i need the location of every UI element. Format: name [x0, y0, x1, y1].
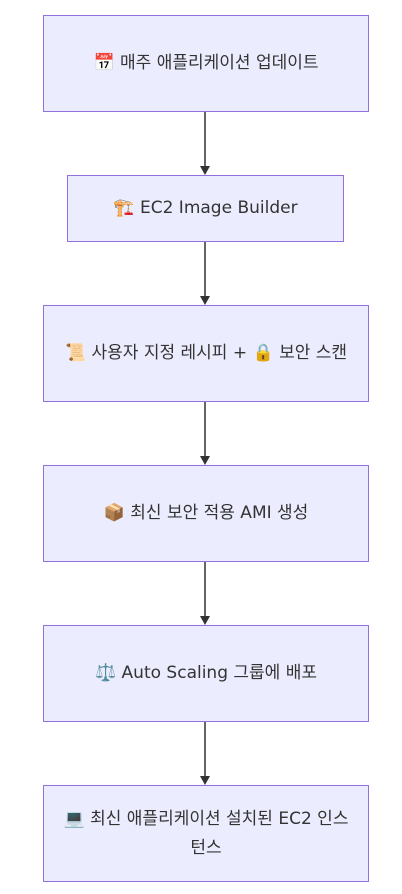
node-custom-recipe-security-scan: 📜 사용자 지정 레시피 + 🔒 보안 스캔 — [43, 305, 369, 402]
node-weekly-app-update-label: 📅 매주 애플리케이션 업데이트 — [93, 53, 319, 73]
node-ec2-instances-latest-app-label: 💻 최신 애플리케이션 설치된 EC2 인스턴스 — [63, 808, 349, 858]
node-ec2-image-builder: 🏗️ EC2 Image Builder — [67, 175, 344, 242]
edge-weekly-update-to-image-builder — [200, 112, 210, 175]
node-create-secure-ami-label: 📦 최신 보안 적용 AMI 생성 — [103, 503, 309, 523]
edge-autoscaling-to-instances — [200, 722, 210, 785]
node-ec2-instances-latest-app: 💻 최신 애플리케이션 설치된 EC2 인스턴스 — [43, 785, 369, 882]
edge-recipe-to-ami — [200, 402, 210, 465]
node-ec2-image-builder-label: 🏗️ EC2 Image Builder — [113, 198, 298, 218]
edge-ami-to-autoscaling — [200, 562, 210, 625]
node-create-secure-ami: 📦 최신 보안 적용 AMI 생성 — [43, 465, 369, 562]
node-weekly-app-update: 📅 매주 애플리케이션 업데이트 — [43, 15, 369, 112]
node-deploy-autoscaling-group-label: ⚖️ Auto Scaling 그룹에 배포 — [94, 663, 318, 683]
node-deploy-autoscaling-group: ⚖️ Auto Scaling 그룹에 배포 — [43, 625, 369, 722]
node-custom-recipe-security-scan-label: 📜 사용자 지정 레시피 + 🔒 보안 스캔 — [64, 343, 348, 363]
edge-image-builder-to-recipe — [200, 242, 210, 305]
